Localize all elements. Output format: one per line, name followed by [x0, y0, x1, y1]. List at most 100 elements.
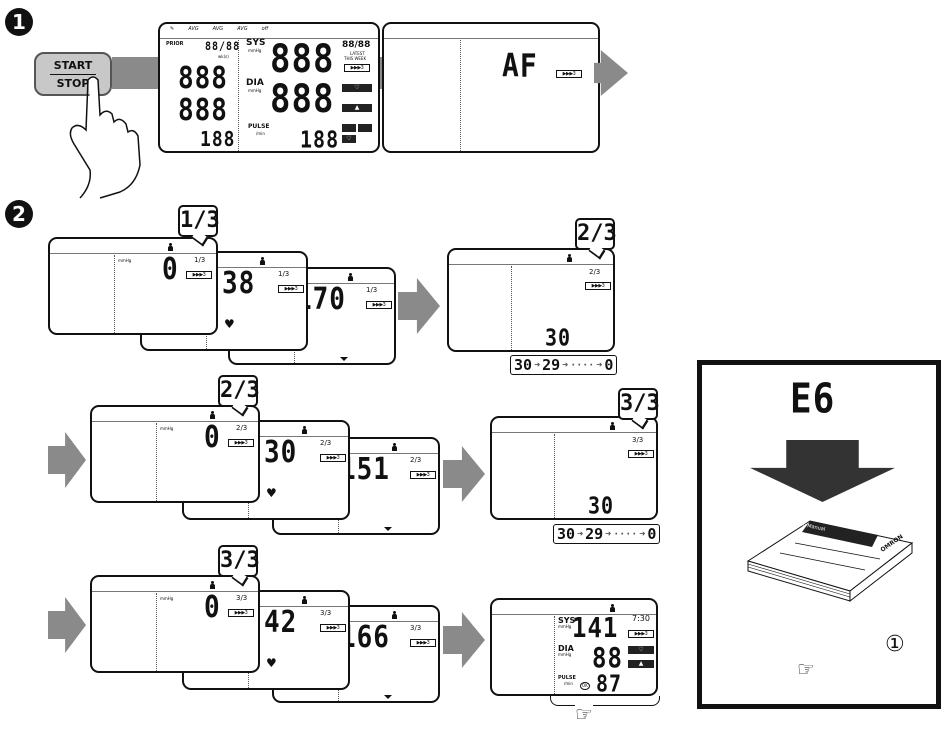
body-movement-icon	[342, 124, 356, 132]
rest-countdown: 30	[588, 491, 615, 520]
lcd-divider	[184, 436, 348, 437]
measurement-counter: 2/3	[410, 456, 422, 464]
pulse-value: 188	[300, 125, 340, 154]
dia-unit: mmHg	[248, 88, 262, 93]
down-indicator	[340, 357, 348, 361]
measurement-number-callout: 2/3	[575, 218, 617, 250]
heart-icon: ♥	[266, 486, 277, 500]
prior-label: PRIOR	[166, 41, 184, 47]
start-stop-button[interactable]: START STOP	[34, 52, 112, 96]
measurement-number-callout: 3/3	[218, 545, 260, 577]
lcd-divider	[492, 614, 656, 615]
user-icon	[392, 611, 397, 619]
pressure-reading: 0	[162, 252, 179, 288]
reference-number: ①	[885, 632, 905, 657]
indicator-box: ▶▶▶3	[228, 609, 254, 617]
lcd-divider	[142, 267, 306, 268]
sequence-value: 29	[542, 356, 561, 374]
lcd-dotted-divider	[114, 255, 115, 333]
sequence-value: 30	[557, 525, 576, 543]
lcd-dotted-divider	[511, 266, 512, 350]
indicator-box: ▶▶▶3	[556, 70, 582, 78]
cuff-wrap-icon: ▲	[342, 104, 372, 112]
prior-pulse: 188	[200, 127, 236, 152]
bluetooth-off: off	[261, 26, 269, 32]
sequence-arrow-icon: ➜	[639, 528, 646, 540]
measurement-counter: 3/3	[236, 594, 248, 602]
lcd-divider	[274, 453, 438, 454]
sequence-value: ····	[613, 528, 638, 540]
lcd-full-display: ✎ AVG AVG AVG off PRIOR 88/88 wk(s) 888 …	[158, 22, 380, 153]
irregular-heartbeat-icon: ♡	[342, 84, 372, 92]
pressure-reading: 0	[204, 590, 221, 626]
start-label: START	[53, 59, 93, 72]
user-icon	[610, 604, 615, 612]
sequence-value: 29	[585, 525, 604, 543]
sequence-arrow-icon: ➜	[534, 359, 541, 371]
user-icon	[610, 422, 615, 430]
measurement-counter: 1/3	[366, 286, 378, 294]
indicator-box: ▶▶▶3	[410, 639, 436, 647]
lcd-dotted-divider	[238, 40, 239, 151]
lcd-divider	[92, 591, 258, 592]
heart-icon: ♡	[342, 135, 356, 143]
cuff-wrap-icon: ▲	[628, 660, 654, 668]
error-code: E6	[790, 375, 836, 423]
lcd-af-display: AF ▶▶▶3	[382, 22, 600, 153]
lcd-divider	[184, 606, 348, 607]
indicator-box: ▶▶▶3	[585, 282, 611, 290]
af-code: AF	[502, 46, 538, 85]
weekly-avg: AVG	[237, 26, 248, 32]
lcd-divider	[50, 253, 216, 254]
dia-value: 888	[270, 76, 335, 123]
button-divider	[50, 74, 96, 75]
sys-label: SYS	[558, 616, 576, 625]
irregular-heartbeat-icon: ♡	[628, 646, 654, 654]
flow-band	[112, 57, 160, 89]
sequence-value: ····	[570, 359, 595, 371]
evening-avg: AVG	[212, 26, 224, 32]
user-icon	[302, 596, 307, 604]
pressure-reading: 38	[222, 266, 256, 302]
measurement-number-callout: 2/3	[218, 375, 260, 407]
heart-icon: ♥	[266, 656, 277, 670]
indicator-box: ▶▶▶3	[628, 630, 654, 638]
prior-dia: 888	[178, 93, 228, 129]
indicator-box: ▶▶▶3	[366, 301, 392, 309]
latest-label: LATEST	[350, 51, 365, 56]
user-icon	[392, 443, 397, 451]
measurement-counter: 3/3	[410, 624, 422, 632]
lcd-divider	[274, 621, 438, 622]
pointing-hand-icon: ☞	[797, 657, 815, 681]
reading-panel-1: mmHg 0 3/3 ▶▶▶3	[90, 575, 260, 673]
mmhg-label: mmHg	[160, 426, 174, 431]
instruction-manual-book	[746, 520, 914, 603]
user-icon	[168, 243, 173, 251]
cuff-icon	[358, 124, 372, 132]
lcd-dotted-divider	[554, 616, 555, 694]
pressure-reading: 30	[264, 435, 298, 471]
indicator-box: ▶▶▶3	[320, 454, 346, 462]
down-indicator	[384, 695, 392, 699]
rest-countdown: 30	[545, 323, 572, 352]
pulse-unit: /min	[564, 681, 573, 686]
lcd-divider	[92, 421, 258, 422]
user-icon	[210, 411, 215, 419]
flow-arrow	[48, 432, 86, 488]
next-arrow	[398, 278, 440, 334]
stop-label: STOP	[56, 77, 90, 90]
dia-label: DIA	[558, 644, 574, 653]
pulse-unit: /min	[256, 131, 265, 136]
down-indicator	[384, 527, 392, 531]
flow-arrow	[48, 597, 86, 653]
indicator-box: ▶▶▶3	[344, 64, 370, 72]
lcd-dotted-divider	[156, 423, 157, 501]
pointing-hand-icon: ☞	[575, 702, 593, 726]
sequence-arrow-icon: ➜	[605, 528, 612, 540]
time-display: 7:30	[632, 614, 650, 623]
mmhg-label: mmHg	[160, 596, 174, 601]
next-arrow	[443, 446, 485, 502]
measurement-counter: 2/3	[236, 424, 248, 432]
